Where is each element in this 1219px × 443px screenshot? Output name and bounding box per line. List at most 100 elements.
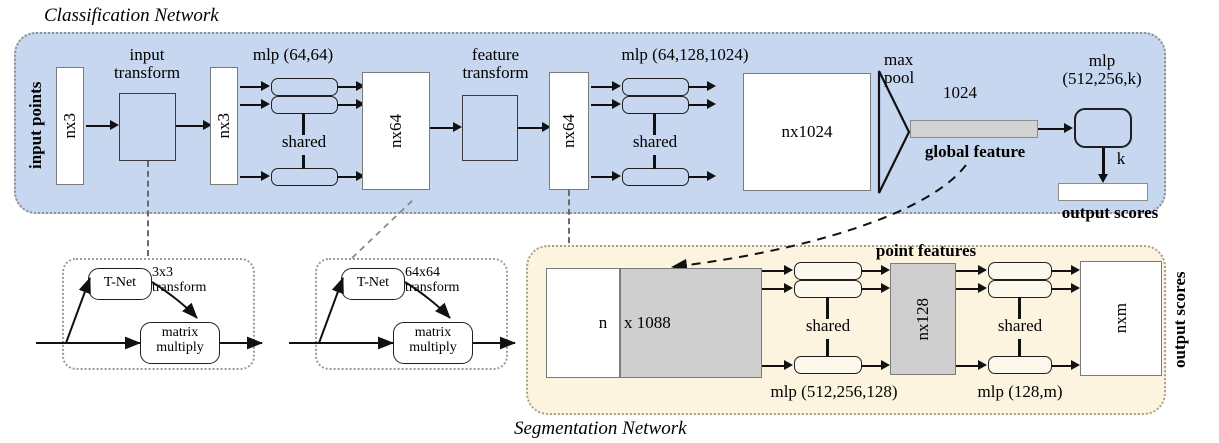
classification-output-scores-bar (1058, 183, 1148, 201)
arrow-mlp1-to-nx64-bot-line (338, 176, 360, 178)
arrow-segmlp1-to-nx128-top-head (881, 265, 890, 275)
arrow-mlp1-to-nx64-bot-head (356, 171, 365, 181)
arrow-segmlp1-to-nx128-mid-line (862, 288, 885, 290)
mlp-512-256-k-box (1074, 108, 1132, 148)
mlp-64-128-1024-pill-bot (622, 168, 689, 186)
maxpool-label: max pool (884, 50, 938, 88)
mlp-64-64-shared-label: shared (281, 132, 327, 151)
input-tnet-label: T-Net (103, 275, 137, 290)
arrow-nx64-to-feature-transform-head (453, 122, 462, 132)
segmentation-mlp2-pill-top (988, 262, 1052, 280)
input-tnet-transform-line1: 3x3 (152, 265, 173, 280)
transformed-tensor-nx3-box: nx3 (210, 67, 238, 185)
mlp-64-128-1024-shared-connector-upper (653, 113, 656, 135)
mlp-64-128-1024-shared-connector-lower (653, 155, 656, 169)
feature-tensor-nx1024-box: nx1024 (743, 73, 871, 191)
segmentation-mlp2-shared-connector-upper (1018, 297, 1021, 319)
arrow-mlp1-to-nx64-mid-head (356, 99, 365, 109)
segmentation-mlp1-label: mlp (512,256,128) (770, 382, 898, 401)
segmentation-concat-n-label: n (598, 313, 608, 332)
segmentation-mlp2-shared-label: shared (997, 316, 1043, 335)
mlp-64-64-pill-top (271, 78, 338, 96)
mlp-64-128-1024-label: mlp (64,128,1024) (621, 45, 749, 64)
input-transform-box (119, 93, 176, 161)
mlp-64-64-pill-mid (271, 96, 338, 114)
feature-tnet-matmul-box (393, 322, 473, 364)
arrow-nx128-to-segmlp2-mid-line (956, 288, 980, 290)
mlp-64-128-1024-pill-top (622, 78, 689, 96)
segmentation-mlp1-pill-top (794, 262, 862, 280)
global-feature-bar (910, 120, 1038, 138)
arrow-concat-to-segmlp1-mid-head (784, 283, 793, 293)
arrow-concat-to-segmlp1-bot-head (784, 360, 793, 370)
segmentation-concat-white-part (546, 268, 620, 378)
maxpool-label-line1: max (884, 50, 914, 69)
mlp-64-64-shared-connector-lower (302, 155, 305, 169)
input-tnet-panel (62, 258, 255, 370)
feature-tensor-nx64-label: nx64 (386, 114, 405, 148)
maxpool-label-line2: pool (884, 68, 915, 88)
global-feature-dim-label: 1024 (943, 83, 977, 102)
arrow-mlp2-to-nx1024-top-line (689, 86, 711, 88)
segmentation-concat-grey-part (620, 268, 762, 378)
feature-transform-label-line2: transform (462, 63, 529, 83)
feature-tnet-transform-line1: 64x64 (405, 265, 440, 280)
arrow-concat-to-segmlp1-mid-line (762, 288, 786, 290)
feature-tnet-panel (315, 258, 508, 370)
arrow-nx64b-to-mlp2-top-line (591, 86, 614, 88)
mlp-64-64-shared-connector-upper (302, 113, 305, 135)
input-transform-label-line1: input (129, 45, 165, 64)
segmentation-mlp1-pill-mid (794, 280, 862, 298)
segmentation-mlp2-pill-mid (988, 280, 1052, 298)
segmentation-mlp2-shared-connector-lower (1018, 339, 1021, 357)
feature-transform-label-line1: feature (471, 45, 520, 64)
arrow-mlp2-to-nx1024-top-head (707, 81, 716, 91)
point-features-label: point features (875, 241, 977, 260)
input-tensor-nx3-label: nx3 (60, 113, 79, 139)
arrow-concat-to-segmlp1-top-head (784, 265, 793, 275)
segmentation-nxm-label: nxm (1111, 303, 1130, 334)
segmentation-nx128-box: nx128 (890, 263, 956, 375)
arrow-concat-to-segmlp1-bot-line (762, 365, 786, 367)
arrow-nx64-to-feature-transform-line (430, 127, 455, 129)
feature-tnet-matmul-line2: multiply (409, 340, 457, 356)
mlp-512-256-k-label: mlp (512,256,k) (1032, 51, 1172, 89)
arrow-nx64b-to-mlp2-mid-line (591, 104, 614, 106)
arrow-input-to-transform-head (110, 120, 119, 130)
arrow-input-to-transform-line (86, 125, 111, 127)
input-tensor-nx3-box: nx3 (56, 67, 84, 185)
global-feature-label: global feature (924, 142, 1026, 161)
segmentation-mlp1-pill-bot (794, 356, 862, 374)
arrow-concat-to-segmlp1-top-line (762, 270, 786, 272)
mlp-512-256-k-label-line2: (512,256,k) (1062, 69, 1142, 89)
arrow-feature-transform-to-nx64-head (542, 122, 551, 132)
mlp-64-128-1024-pill-mid (622, 96, 689, 114)
arrow-mlp1-to-nx64-top-line (338, 86, 360, 88)
arrow-mlp2-to-nx1024-mid-head (707, 99, 716, 109)
segmentation-concat-dim-label: x 1088 (624, 313, 671, 332)
input-tnet-matmul-line2: multiply (156, 340, 204, 356)
mlp-64-64-label: mlp (64,64) (252, 45, 334, 64)
arrow-transform-to-nx3-line (176, 125, 205, 127)
input-transform-label-line2: transform (113, 63, 181, 83)
arrow-nx128-to-segmlp2-top-line (956, 270, 980, 272)
local-feature-dashed-connector (568, 190, 570, 262)
arrow-nx3-to-mlp1-bot-head (261, 171, 270, 181)
feature-tensor-nx64b-box: nx64 (549, 72, 589, 190)
arrow-mlp1-to-nx64-top-head (356, 81, 365, 91)
classification-output-scores-label: output scores (1061, 203, 1159, 222)
feature-tnet-label: T-Net (356, 275, 390, 290)
mlp-512-256-k-label-line1: mlp (1088, 51, 1116, 70)
segmentation-mlp1-shared-label: shared (805, 316, 851, 335)
input-transform-label: input transform (92, 45, 202, 83)
mlp-64-64-pill-bot (271, 168, 338, 186)
arrow-mlp2-to-nx1024-bot-head (707, 171, 716, 181)
segmentation-nx128-label: nx128 (913, 297, 932, 341)
arrow-nx64b-to-mlp2-bot-head (612, 171, 621, 181)
arrow-mlp2-to-nx1024-mid-line (689, 104, 711, 106)
arrow-segmlp2-to-nxm-bot-line (1052, 365, 1075, 367)
feature-tnet-transform-line2: transform (405, 280, 460, 296)
feature-tensor-nx1024-label: nx1024 (781, 122, 833, 141)
feature-transform-label: feature transform (438, 45, 553, 83)
